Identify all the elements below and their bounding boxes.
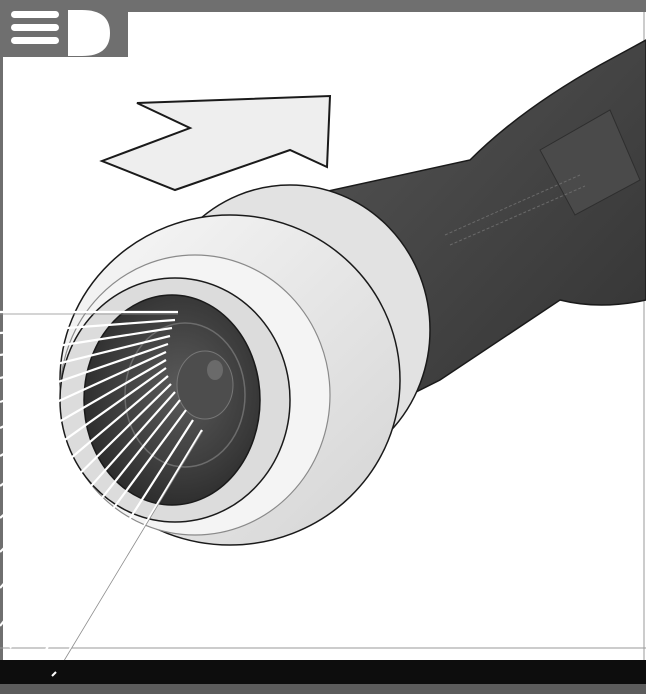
body-grip-band <box>539 109 641 216</box>
callout-line <box>0 359 167 457</box>
callout-line-shadows <box>0 313 203 675</box>
lens-reflector-ring <box>124 322 246 468</box>
callout-line <box>55 429 203 673</box>
callout-line <box>0 350 167 430</box>
bottom-black-bar <box>0 660 646 684</box>
bottom-leader-tail <box>51 671 57 677</box>
callout-line <box>0 391 176 589</box>
top-frame-bar <box>0 0 646 12</box>
bottom-gray-bar <box>0 684 646 694</box>
headlight-lamp-shape <box>68 10 110 56</box>
callout-line <box>0 383 172 553</box>
direction-arrow-icon <box>99 94 332 192</box>
callout-line <box>0 375 169 519</box>
callout-line <box>0 318 176 335</box>
callout-line <box>0 399 181 627</box>
left-frame-bar <box>0 0 3 660</box>
callout-shadow <box>55 431 203 675</box>
lens-bulb-highlight <box>207 360 223 380</box>
flashlight-lens <box>83 294 261 506</box>
callout-lines <box>0 310 203 673</box>
callout-line <box>0 367 167 487</box>
headlight-icon <box>0 0 128 57</box>
headlight-beam-2 <box>11 24 59 31</box>
headlight-beam-1 <box>11 11 59 18</box>
callout-line <box>0 334 171 380</box>
callout-line <box>9 409 187 649</box>
lens-bulb <box>176 350 234 420</box>
body-seam-line-2 <box>449 185 586 246</box>
headlight-beam-3 <box>11 37 59 44</box>
callout-line <box>0 326 173 357</box>
callout-line <box>37 419 194 663</box>
callout-line <box>0 342 169 404</box>
